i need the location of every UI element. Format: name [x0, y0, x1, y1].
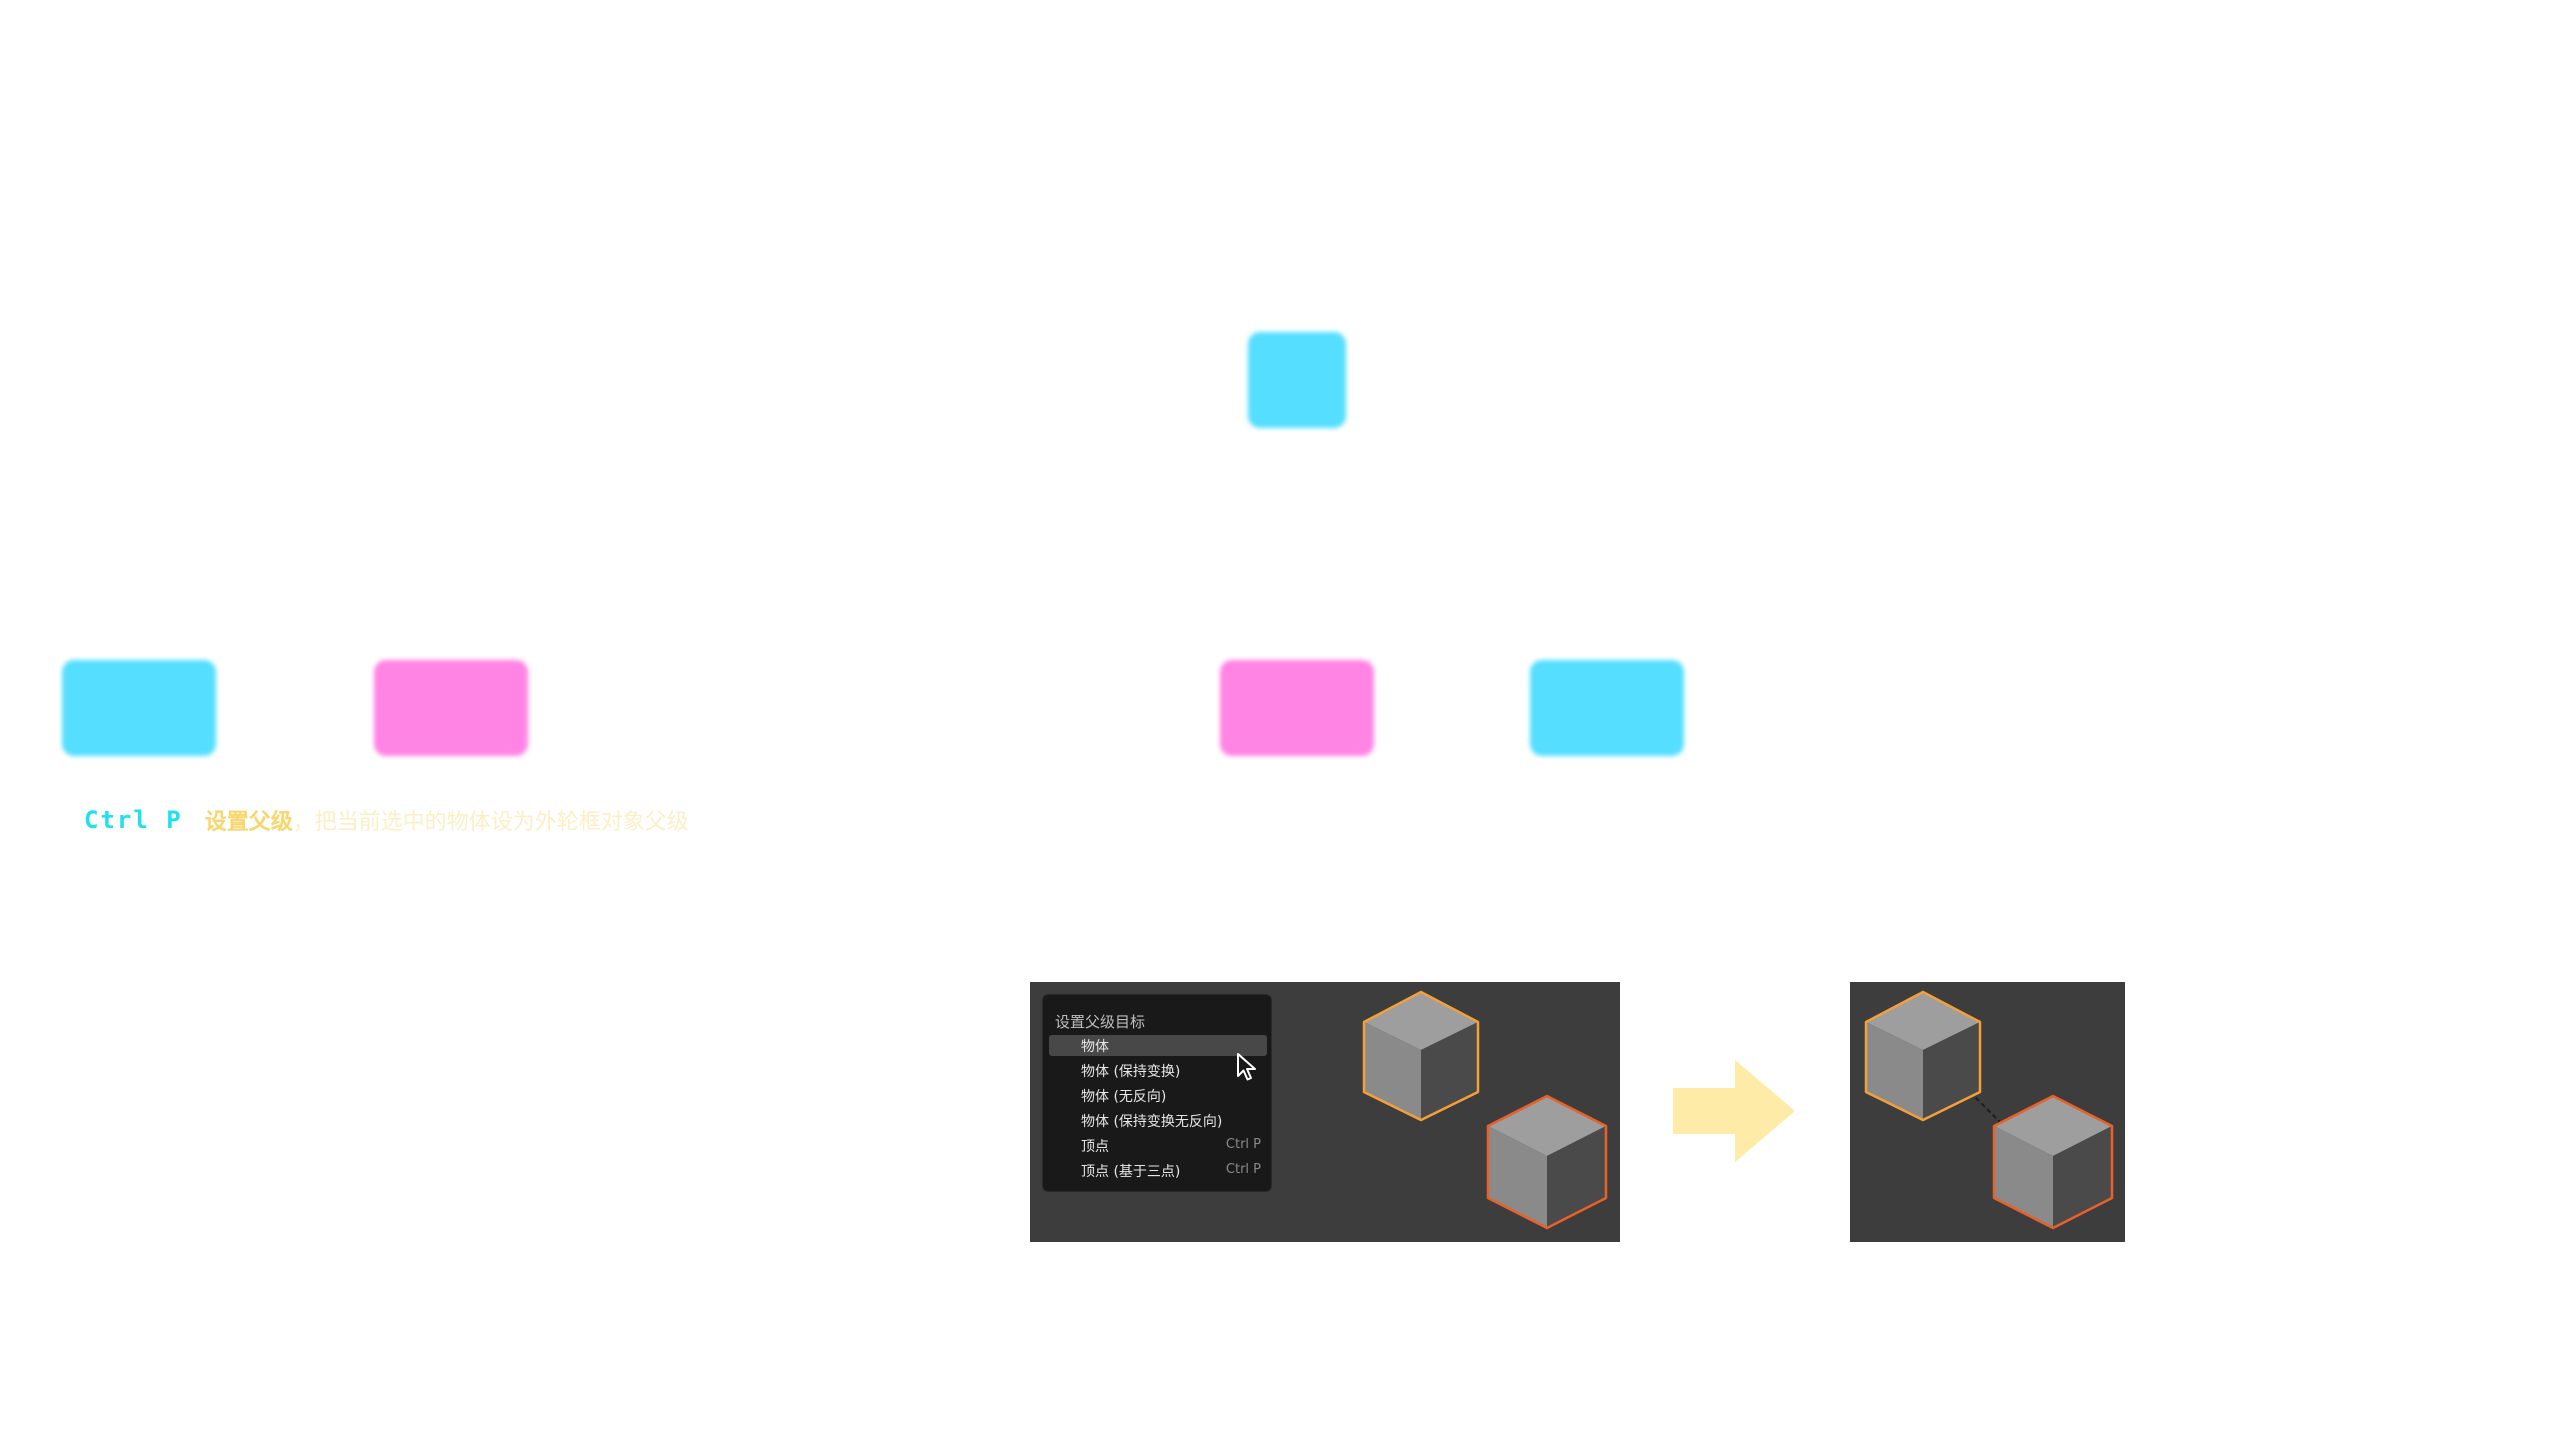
menu-item-label: 顶点: [1081, 1139, 1109, 1155]
shortcut-description: ，把当前选中的物体设为外轮框对象父级: [292, 810, 689, 835]
menu-title: 设置父级目标: [1055, 1013, 1146, 1031]
shortcut-key: Ctrl P: [84, 806, 183, 834]
menu-item-label: 顶点 (基于三点): [1081, 1164, 1181, 1180]
mouse-cursor-icon: [1237, 1053, 1256, 1081]
menu-item-object-keep-transform-without-inverse[interactable]: 物体 (保持变换无反向): [1043, 1109, 1271, 1131]
parent-node-box: [1248, 332, 1346, 428]
viewport-before: 设置父级目标 物体 物体 (保持变换) 物体 (无反向) 物体 (保持变换无反向…: [1030, 982, 1620, 1242]
cube-icon: [1992, 1094, 2114, 1230]
menu-item-object-without-inverse[interactable]: 物体 (无反向): [1043, 1084, 1271, 1106]
cube-icon: [1486, 1094, 1608, 1230]
child-node-pink-box: [1220, 660, 1374, 756]
menu-highlight: [1049, 1035, 1267, 1056]
menu-item-vertex-triangle[interactable]: 顶点 (基于三点) Ctrl P: [1043, 1159, 1271, 1181]
child-node-cyan-box: [1530, 660, 1684, 756]
menu-item-label: 物体 (无反向): [1081, 1089, 1167, 1105]
cube-icon: [1362, 990, 1480, 1122]
menu-item-shortcut: Ctrl P: [1225, 1137, 1261, 1152]
object-b-box: [374, 660, 528, 756]
menu-item-vertex[interactable]: 顶点 Ctrl P: [1043, 1134, 1271, 1156]
menu-item-label: 物体 (保持变换无反向): [1081, 1114, 1223, 1130]
cube-icon: [1864, 990, 1982, 1122]
viewport-after: [1850, 982, 2125, 1242]
menu-item-label: 物体: [1081, 1039, 1109, 1055]
menu-item-object[interactable]: 物体: [1043, 1034, 1271, 1056]
relationship-line: [1969, 1091, 2001, 1123]
menu-item-label: 物体 (保持变换): [1081, 1064, 1181, 1080]
set-parent-menu: 设置父级目标 物体 物体 (保持变换) 物体 (无反向) 物体 (保持变换无反向…: [1042, 994, 1272, 1192]
menu-item-object-keep-transform[interactable]: 物体 (保持变换): [1043, 1059, 1271, 1081]
right-arrow-icon: [1673, 1060, 1795, 1162]
shortcut-explanation: Ctrl P 设置父级 ，把当前选中的物体设为外轮框对象父级: [84, 800, 689, 840]
object-a-box: [62, 660, 216, 756]
shortcut-action: 设置父级: [204, 810, 293, 835]
menu-item-shortcut: Ctrl P: [1225, 1162, 1261, 1177]
